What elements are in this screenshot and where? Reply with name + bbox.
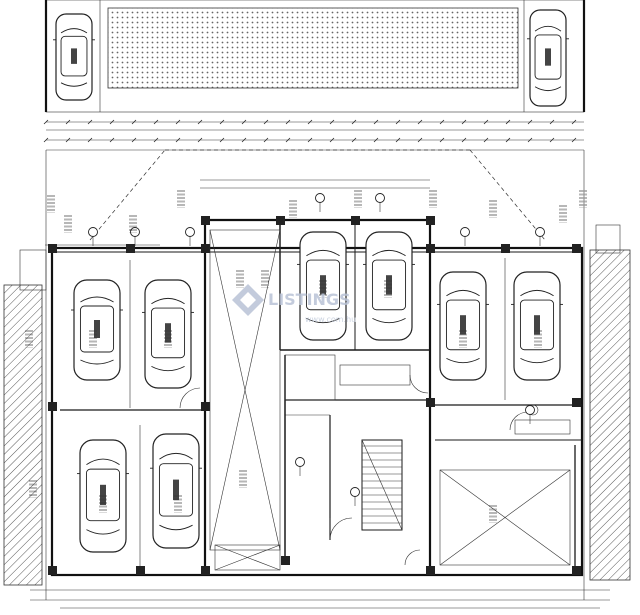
grid-axis-markers <box>88 193 545 506</box>
watermark-sub: www.com.hu <box>305 315 356 324</box>
car-p-b2 <box>150 433 202 549</box>
car-p-c1 <box>297 231 349 341</box>
dimension-lines <box>43 119 584 151</box>
parked-cars <box>53 9 569 553</box>
driveway-ramp <box>209 229 281 571</box>
building-walls <box>50 218 584 577</box>
car-p-d2 <box>511 271 563 381</box>
top-parking-area <box>44 0 586 113</box>
site-outline <box>45 149 585 600</box>
staircase <box>361 439 403 531</box>
car-p-a2 <box>142 279 194 389</box>
watermark: LISTINGS www.com.hu <box>232 284 356 324</box>
watermark-brand: LISTINGS <box>268 290 351 309</box>
car-p-top-right <box>527 9 569 107</box>
car-p-top-left <box>53 13 95 101</box>
car-p-d1 <box>437 271 489 381</box>
storage-room <box>439 404 571 566</box>
dimension-annotations <box>25 190 587 523</box>
structural-columns <box>48 216 581 575</box>
car-p-a1 <box>71 279 123 381</box>
bottom-dimensions <box>30 589 610 609</box>
neighbour-walls <box>3 224 631 586</box>
car-p-b1 <box>77 439 129 553</box>
car-p-c2 <box>363 231 415 341</box>
landscaped-dotted-area <box>107 7 519 89</box>
